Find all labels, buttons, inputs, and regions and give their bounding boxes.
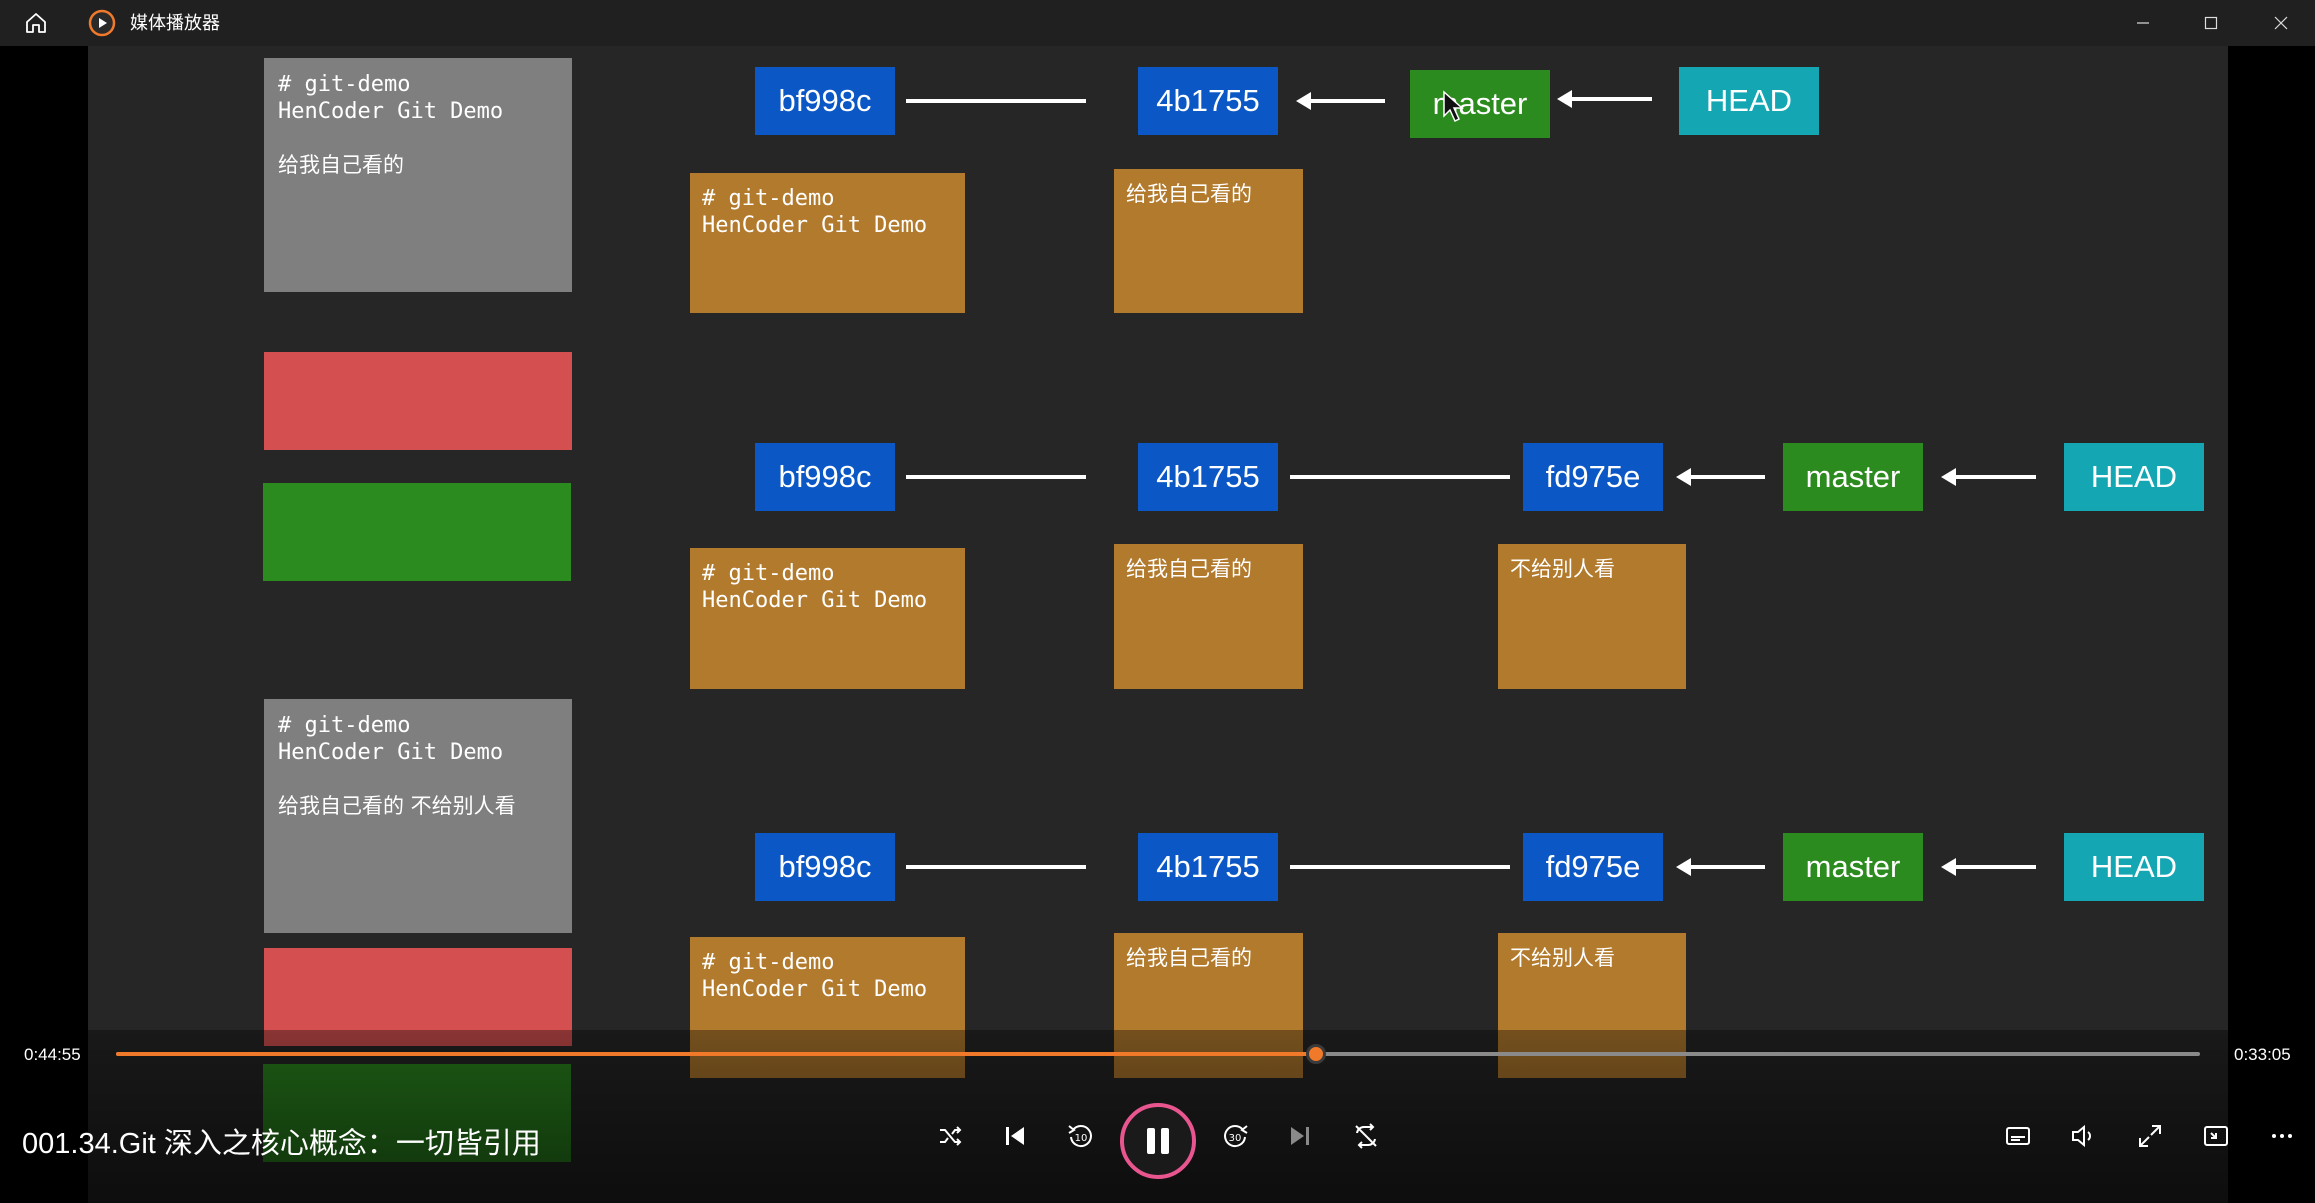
- branch-label: master: [1783, 443, 1923, 511]
- more-icon[interactable]: [2258, 1112, 2306, 1160]
- arrow-left-icon: [1676, 468, 1765, 486]
- previous-icon[interactable]: [991, 1112, 1039, 1160]
- video-frame[interactable]: # git-demo HenCoder Git Demo 给我自己看的 # gi…: [88, 46, 2228, 1203]
- forward-30-icon[interactable]: 30: [1211, 1112, 1259, 1160]
- connector-line: [906, 865, 1086, 869]
- elapsed-time: 0:44:55: [24, 1045, 81, 1064]
- next-icon[interactable]: [1276, 1112, 1324, 1160]
- title-bar: 媒体播放器: [0, 0, 2315, 46]
- minimize-icon[interactable]: [2120, 0, 2166, 46]
- fullscreen-icon[interactable]: [2126, 1112, 2174, 1160]
- text-line: 给我自己看的: [278, 153, 404, 177]
- arrow-left-icon: [1296, 92, 1385, 110]
- app-title: 媒体播放器: [130, 13, 220, 33]
- pause-button[interactable]: [1120, 1103, 1196, 1179]
- head-pointer: HEAD: [1679, 67, 1819, 135]
- commit-node: fd975e: [1523, 833, 1663, 901]
- red-block: [264, 948, 572, 1046]
- repeat-off-icon[interactable]: [1342, 1112, 1390, 1160]
- commit-node: fd975e: [1523, 443, 1663, 511]
- mouse-cursor-icon: [1443, 90, 1464, 123]
- text-line: # git-demo: [278, 72, 411, 97]
- volume-icon[interactable]: [2059, 1112, 2107, 1160]
- text-line: HenCoder Git Demo: [278, 99, 504, 124]
- green-block: [263, 483, 571, 581]
- commit-node: bf998c: [755, 67, 895, 135]
- seek-thumb[interactable]: [1306, 1044, 1327, 1064]
- mini-player-icon[interactable]: [2192, 1112, 2240, 1160]
- connector-line: [906, 99, 1086, 103]
- blob-box: 不给别人看: [1498, 544, 1686, 689]
- commit-node: bf998c: [755, 833, 895, 901]
- red-block: [264, 352, 572, 450]
- video-title: 001.34.Git 深入之核心概念：一切皆引用: [22, 1128, 541, 1160]
- text-line: # git-demo: [278, 713, 411, 738]
- arrow-left-icon: [1676, 858, 1765, 876]
- remaining-time: 0:33:05: [2234, 1045, 2291, 1064]
- connector-line: [1290, 865, 1510, 869]
- home-icon[interactable]: [18, 0, 54, 46]
- text-line: HenCoder Git Demo: [278, 740, 504, 765]
- connector-line: [1290, 475, 1510, 479]
- working-copy-box-bottom: # git-demo HenCoder Git Demo 给我自己看的 不给别人…: [264, 699, 572, 933]
- commit-node: 4b1755: [1138, 443, 1278, 511]
- blob-box: 给我自己看的: [1114, 544, 1303, 689]
- text-line: 给我自己看的 不给别人看: [278, 794, 516, 818]
- subtitles-icon[interactable]: [1994, 1112, 2042, 1160]
- head-pointer: HEAD: [2064, 833, 2204, 901]
- shuffle-icon[interactable]: [926, 1112, 974, 1160]
- commit-node: 4b1755: [1138, 67, 1278, 135]
- svg-text:30: 30: [1229, 1133, 1242, 1144]
- connector-line: [906, 475, 1086, 479]
- maximize-icon[interactable]: [2188, 0, 2234, 46]
- arrow-left-icon: [1941, 858, 2036, 876]
- pause-icon: [1147, 1128, 1169, 1154]
- commit-node: 4b1755: [1138, 833, 1278, 901]
- head-pointer: HEAD: [2064, 443, 2204, 511]
- blob-box: # git-demo HenCoder Git Demo: [690, 173, 965, 313]
- rewind-10-icon[interactable]: 10: [1057, 1112, 1105, 1160]
- seek-bar[interactable]: [116, 1044, 2200, 1064]
- app-logo-icon: [84, 0, 120, 46]
- arrow-left-icon: [1557, 90, 1652, 108]
- seek-progress: [116, 1052, 1317, 1056]
- branch-label: master: [1410, 70, 1550, 138]
- branch-label: master: [1783, 833, 1923, 901]
- svg-text:10: 10: [1075, 1133, 1088, 1144]
- blob-box: # git-demo HenCoder Git Demo: [690, 548, 965, 689]
- close-icon[interactable]: [2258, 0, 2304, 46]
- commit-node: bf998c: [755, 443, 895, 511]
- blob-box: 给我自己看的: [1114, 169, 1303, 313]
- arrow-left-icon: [1941, 468, 2036, 486]
- working-copy-box-top: # git-demo HenCoder Git Demo 给我自己看的: [264, 58, 572, 292]
